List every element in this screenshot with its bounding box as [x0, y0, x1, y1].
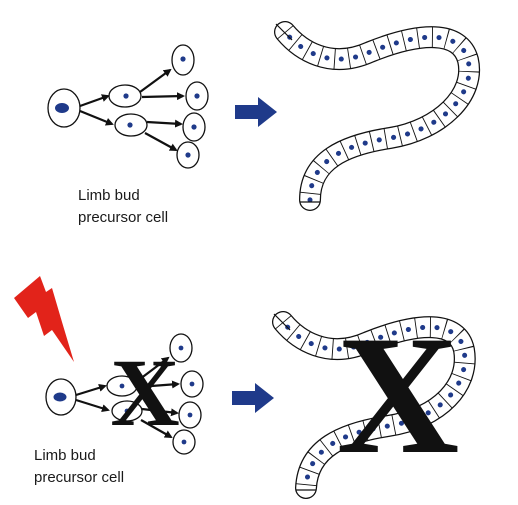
block-mark: X — [337, 301, 460, 489]
division-arrow — [137, 380, 180, 389]
granddaughter-cell — [185, 81, 209, 111]
top-label-line2: precursor cell — [78, 209, 168, 226]
lightning-bolt-icon — [14, 276, 74, 362]
granddaughter-cell — [182, 112, 206, 142]
daughter-cell — [108, 84, 142, 108]
tissue-strand — [272, 311, 476, 499]
bottom-label-line1: Limb bud — [34, 447, 96, 464]
division-arrow — [146, 119, 183, 128]
granddaughter-cell — [171, 44, 195, 76]
division-arrow — [139, 68, 172, 93]
tissue-strand — [274, 21, 481, 211]
precursor-cell — [47, 88, 81, 128]
division-arrow — [75, 398, 110, 413]
division-arrow — [79, 94, 110, 108]
division-arrow — [144, 132, 178, 151]
granddaughter-cell — [172, 429, 196, 455]
granddaughter-cell — [178, 401, 202, 429]
division-arrow — [135, 356, 170, 383]
bottom-label-line2: precursor cell — [34, 469, 124, 486]
division-arrow — [75, 383, 107, 397]
right-arrow-icon — [235, 97, 277, 127]
top-label-line1: Limb bud — [78, 187, 140, 204]
granddaughter-cell — [180, 370, 204, 398]
daughter-cell — [106, 375, 138, 397]
daughter-cell — [114, 113, 148, 137]
block-mark: X — [110, 339, 179, 446]
daughter-cell — [111, 400, 143, 422]
granddaughter-cell — [169, 333, 193, 363]
granddaughter-cell — [176, 141, 200, 169]
precursor-cell — [45, 378, 77, 416]
bottom-panel: X X Limb bud precursor cell — [14, 276, 476, 499]
division-arrow — [141, 92, 185, 101]
right-arrow-icon — [232, 383, 274, 413]
division-arrow — [79, 109, 114, 126]
division-arrow — [140, 419, 173, 438]
top-panel: Limb bud precursor cell — [47, 21, 481, 226]
division-arrow — [141, 407, 179, 417]
